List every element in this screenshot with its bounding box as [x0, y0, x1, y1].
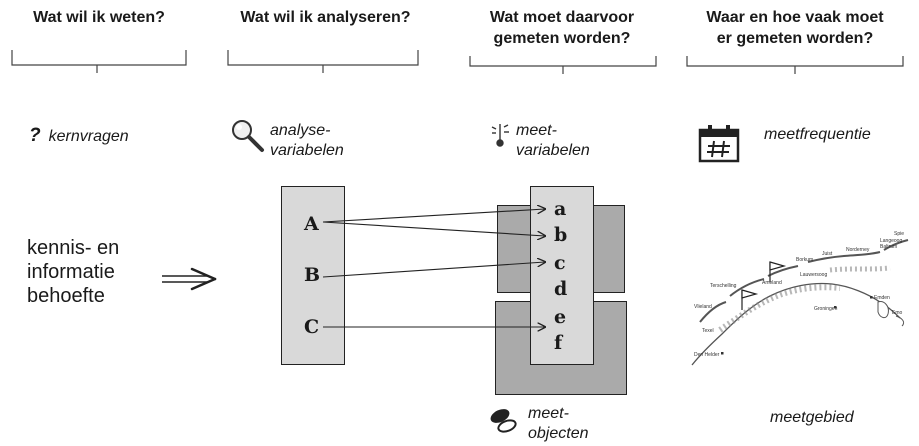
- measure-var-d: d: [554, 278, 568, 300]
- header-analyse-text: Wat wil ik analyseren?: [240, 9, 411, 26]
- measure-var-c: c: [554, 252, 566, 274]
- header-meet-line2: gemeten worden?: [493, 30, 631, 47]
- category-analyse: analyse- variabelen: [270, 121, 344, 161]
- header-kernvragen: Wat wil ik weten?: [5, 7, 193, 28]
- brace-frequentie: [686, 56, 904, 74]
- brace-meet: [469, 56, 657, 74]
- measure-var-b: b: [554, 224, 568, 246]
- category-meet-line1: meet-: [516, 122, 557, 139]
- measure-var-e: e: [554, 306, 567, 328]
- question-icon: ?: [29, 125, 41, 146]
- measure-var-a: a: [554, 198, 567, 220]
- map-label-borkum: Borkum: [796, 257, 814, 263]
- category-meet: meet- variabelen: [516, 121, 590, 161]
- category-objecten: meet- objecten: [528, 404, 589, 444]
- map-label-den-helder: Den Helder: [694, 352, 720, 358]
- measure-var-f: f: [554, 332, 563, 354]
- map-label-langeoog: Langeoog: [880, 238, 903, 244]
- header-frequentie: Waar en hoe vaak moet er gemeten worden?: [682, 7, 908, 49]
- map-label-vlieland: Vlieland: [694, 304, 712, 310]
- link-a-a: [322, 209, 545, 223]
- map-label-norderney: Norderney: [846, 247, 870, 253]
- category-objecten-line1: meet-: [528, 405, 569, 422]
- category-objecten-line2: objecten: [528, 425, 589, 442]
- map-label-texel: Texel: [702, 328, 714, 334]
- map-label-emden: Emden: [874, 295, 890, 301]
- category-gebied: meetgebied: [770, 408, 854, 428]
- category-frequentie-label: meetfrequentie: [764, 126, 871, 143]
- link-a-b: [322, 221, 545, 236]
- category-kernvragen-label: kernvragen: [48, 128, 129, 145]
- brace-analyse: [227, 50, 419, 73]
- link-b-c: [322, 262, 545, 278]
- header-frequentie-line1: Waar en hoe vaak moet: [706, 9, 884, 26]
- map-label-terschelling: Terschelling: [710, 283, 737, 289]
- header-analyse: Wat wil ik analyseren?: [213, 7, 438, 28]
- map-label-emo: Emo: [892, 310, 903, 316]
- category-meet-line2: variabelen: [516, 142, 590, 159]
- header-kernvragen-text: Wat wil ik weten?: [33, 9, 165, 26]
- measure-variables-box: [530, 186, 594, 365]
- map-label-groningen: Groningen: [814, 306, 838, 312]
- header-meet-line1: Wat moet daarvoor: [489, 9, 635, 26]
- category-analyse-line2: variabelen: [270, 142, 344, 159]
- header-frequentie-line2: er gemeten worden?: [716, 30, 874, 47]
- map-label-ameland: Ameland: [762, 280, 782, 286]
- left-text-line1: kennis- en: [27, 237, 120, 259]
- category-kernvragen: ? kernvragen: [29, 126, 129, 147]
- left-text-line3: behoefte: [27, 285, 105, 307]
- map-label-juist: Juist: [822, 251, 833, 257]
- map-label-baltrum: Baltrum: [880, 244, 898, 250]
- header-meet: Wat moet daarvoor gemeten worden?: [462, 7, 662, 49]
- analysis-var-b: B: [304, 264, 321, 286]
- category-frequentie: meetfrequentie: [764, 125, 871, 145]
- brace-kernvragen: [11, 50, 187, 73]
- kennis-behoefte-text: kennis- en informatie behoefte: [27, 236, 119, 308]
- category-analyse-line1: analyse-: [270, 122, 331, 139]
- left-text-line2: informatie: [27, 261, 115, 283]
- map-label-spie: Spie: [894, 231, 905, 237]
- map-label-lauwersoog: Lauwersoog: [800, 272, 828, 278]
- analysis-var-a: A: [304, 213, 319, 235]
- analysis-var-c: C: [304, 316, 320, 338]
- category-gebied-label: meetgebied: [770, 409, 854, 426]
